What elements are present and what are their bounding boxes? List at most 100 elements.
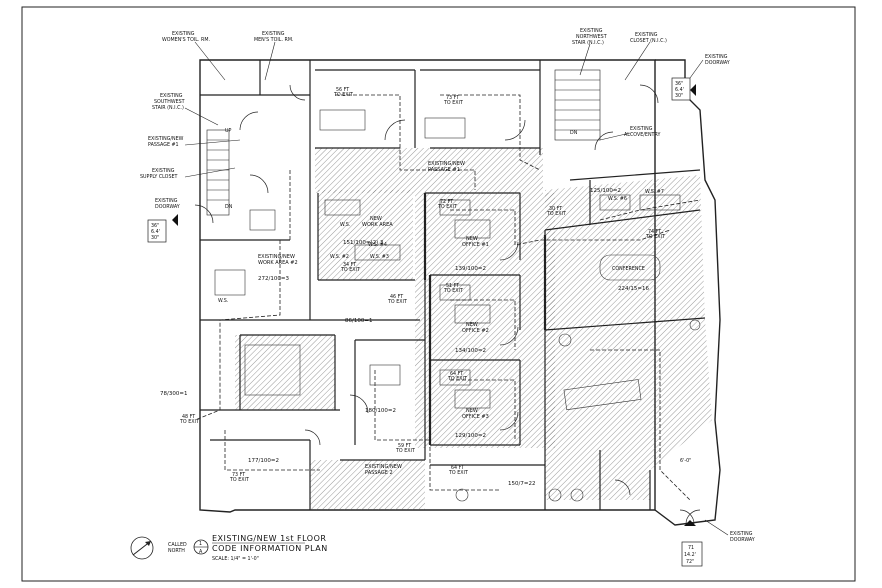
area-office3b: OFFICE #3 [462, 414, 489, 420]
svg-text:EXISTING: EXISTING [630, 126, 653, 132]
load-125: 125/100=2 [590, 188, 621, 194]
callout-alcove: EXISTING ALCOVE/ENTRY [624, 126, 660, 138]
svg-text:TO EXIT: TO EXIT [443, 288, 463, 294]
svg-text:TO EXIT: TO EXIT [179, 419, 199, 425]
svg-text:74 FT: 74 FT [648, 229, 661, 235]
svg-text:30": 30" [151, 235, 159, 241]
load-180: 180/100=2 [365, 408, 396, 414]
load-office2: 134/100=2 [455, 348, 486, 354]
svg-text:EXISTING/NEW: EXISTING/NEW [148, 136, 184, 142]
load-office3: 129/100=2 [455, 433, 486, 439]
callout-sw-stair: EXISTING SOUTHWEST STAIR (N.I.C.) [152, 93, 185, 111]
svg-text:EXISTING: EXISTING [635, 32, 658, 38]
hatched-areas [235, 148, 712, 510]
svg-text:NORTHWEST: NORTHWEST [576, 34, 607, 40]
plants [455, 319, 701, 502]
svg-text:36": 36" [675, 81, 683, 87]
north-label-2: NORTH [168, 548, 185, 554]
area-passage-top-1: EXISTING/NEW [428, 161, 465, 167]
svg-text:EXISTING: EXISTING [580, 28, 603, 34]
svg-text:64 FT: 64 FT [450, 371, 463, 377]
door-tag-northeast: 36" 6.4' 30" [671, 77, 691, 101]
svg-text:PASSAGE #1: PASSAGE #1 [148, 142, 179, 148]
callout-passage1: EXISTING/NEW PASSAGE #1 [148, 136, 184, 148]
svg-text:MEN'S TOIL. RM.: MEN'S TOIL. RM. [254, 37, 294, 43]
area-office2b: OFFICE #2 [462, 328, 489, 334]
svg-text:STAIR (N.I.C.): STAIR (N.I.C.) [152, 105, 184, 111]
svg-text:TO EXIT: TO EXIT [645, 234, 665, 240]
svg-text:71: 71 [688, 545, 694, 551]
area-work-1a: NEW [370, 216, 382, 222]
callout-mens-rr: EXISTING MEN'S TOIL. RM. [254, 31, 294, 43]
egress-paths [194, 94, 701, 501]
svg-text:48 FT: 48 FT [182, 414, 195, 420]
svg-text:TO EXIT: TO EXIT [395, 448, 415, 454]
svg-text:EXISTING: EXISTING [160, 93, 183, 99]
svg-text:DOORWAY: DOORWAY [705, 60, 730, 66]
svg-text:STAIR (N.I.C.): STAIR (N.I.C.) [572, 40, 604, 46]
svg-text:CLOSET (N.I.C.): CLOSET (N.I.C.) [630, 38, 667, 44]
load-78: 78/300=1 [160, 391, 187, 397]
area-office1b: OFFICE #1 [462, 242, 489, 248]
callout-doorway-west: EXISTING DOORWAY [155, 198, 180, 210]
dimension-label: 6'-0" [680, 458, 691, 464]
load-conference: 224/15=16 [618, 286, 649, 292]
door-swings [194, 84, 701, 525]
svg-text:SUPPLY CLOSET: SUPPLY CLOSET [140, 174, 178, 180]
furniture [214, 109, 681, 411]
svg-text:WOMEN'S TOIL. RM.: WOMEN'S TOIL. RM. [162, 37, 210, 43]
svg-text:TO EXIT: TO EXIT [333, 92, 353, 98]
svg-text:EXISTING: EXISTING [155, 198, 178, 204]
svg-text:51 FT: 51 FT [446, 283, 459, 289]
load-177: 177/100=2 [248, 458, 279, 464]
svg-text:TO EXIT: TO EXIT [229, 477, 249, 483]
rated-partitions [423, 193, 547, 445]
svg-text:1: 1 [199, 541, 202, 547]
callout-closet: EXISTING CLOSET (N.I.C.) [630, 32, 667, 44]
svg-text:SOUTHWEST: SOUTHWEST [154, 99, 185, 105]
svg-text:TO EXIT: TO EXIT [448, 470, 468, 476]
area-passage-bottom-2: PASSAGE 2 [365, 470, 393, 476]
area-work-1b: WORK AREA [362, 222, 393, 228]
load-office1: 139/100=2 [455, 266, 486, 272]
svg-text:TO EXIT: TO EXIT [340, 267, 360, 273]
plan-subtitle: CODE INFORMATION PLAN [212, 544, 328, 553]
load-work2: 272/100=3 [258, 276, 289, 282]
svg-text:TO EXIT: TO EXIT [437, 204, 457, 210]
ws-tag-2: W.S. #2 [330, 254, 349, 260]
leader-lines [184, 41, 729, 536]
north-label-1: CALLED [168, 542, 187, 548]
svg-text:73 FT: 73 FT [232, 472, 245, 478]
door-tag-west: 36" 6.4' 30" [147, 219, 167, 243]
plan-scale: SCALE: 1/4" = 1'-0" [212, 556, 259, 562]
callout-supply-closet: EXISTING SUPPLY CLOSET [140, 168, 178, 180]
svg-text:73 FT: 73 FT [446, 95, 459, 101]
svg-text:30": 30" [675, 93, 683, 99]
area-office1a: NEW [466, 236, 478, 242]
stair-up-label: UP [225, 128, 232, 134]
ws-tag-5: W.S. [218, 298, 228, 304]
svg-text:DOORWAY: DOORWAY [730, 537, 755, 543]
ws-tag-6: W.S. #6 [608, 196, 627, 202]
svg-text:EXISTING: EXISTING [730, 531, 753, 537]
svg-text:EXISTING: EXISTING [705, 54, 728, 60]
area-office2a: NEW [466, 322, 478, 328]
svg-text:TO EXIT: TO EXIT [443, 100, 463, 106]
svg-text:6.4': 6.4' [675, 87, 684, 93]
svg-text:6.4': 6.4' [151, 229, 160, 235]
callout-nw-stair: EXISTING NORTHWEST STAIR (N.I.C.) [572, 28, 607, 46]
svg-text:TO EXIT: TO EXIT [546, 211, 566, 217]
stair-dn-label: DN [225, 204, 233, 210]
ws-tag-4: W.S. #4 [368, 242, 387, 248]
